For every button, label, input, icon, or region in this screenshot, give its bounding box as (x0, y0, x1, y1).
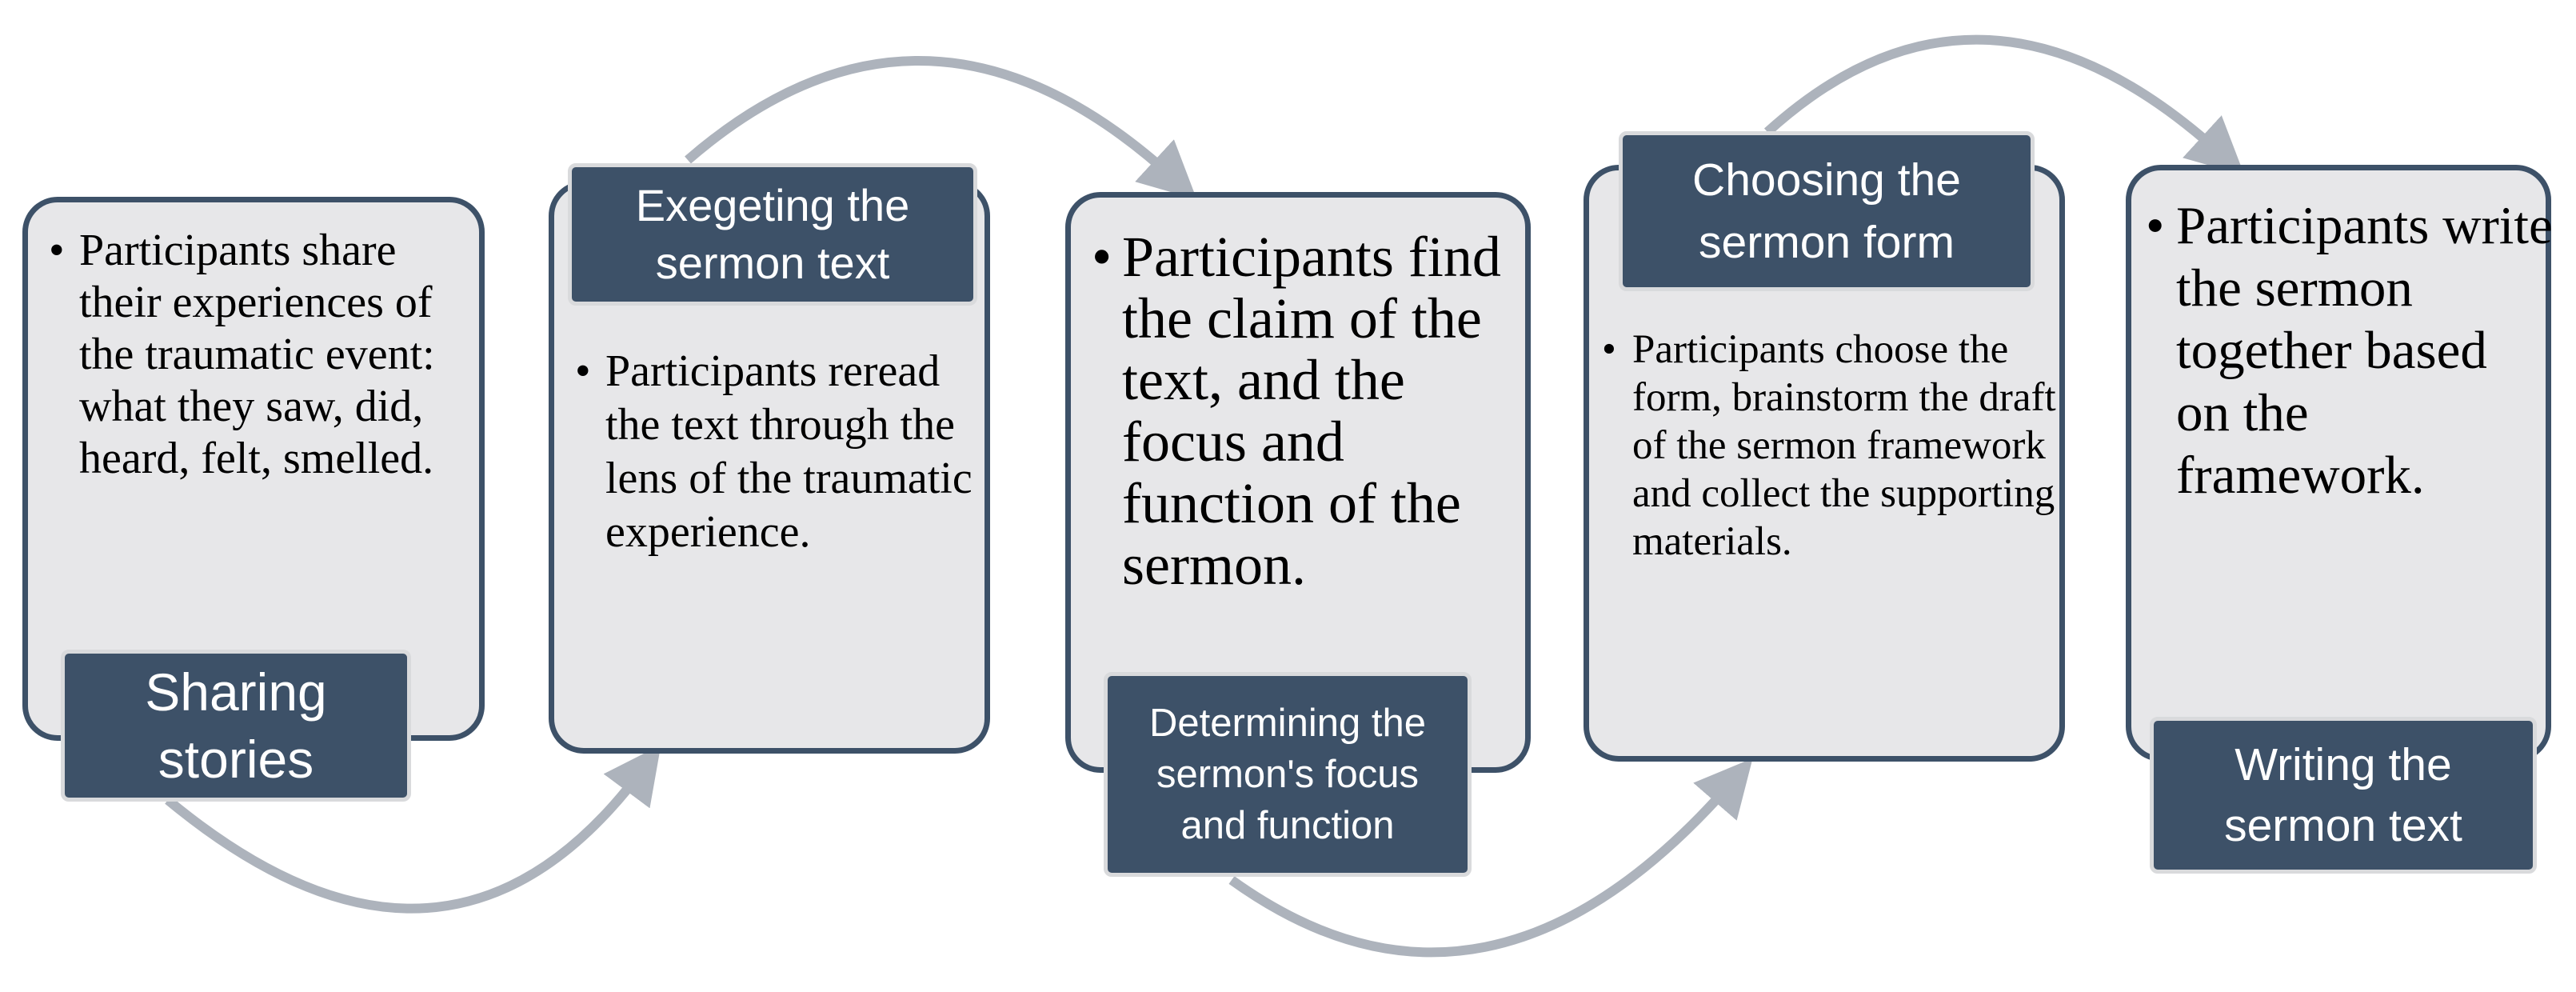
arrow-4-to-5 (1763, 34, 2245, 176)
arrow-3-to-4 (1228, 758, 1753, 958)
step-2-label: Exegeting the sermon text (568, 163, 977, 306)
step-5-card: Participants write the sermon together b… (2126, 165, 2554, 762)
step-4-bullets: Participants choose the form, brainstorm… (1597, 326, 2061, 566)
step-5-bullet: Participants write the sermon together b… (2141, 194, 2554, 506)
step-2-bullets: Participants reread the text through the… (570, 345, 986, 559)
step-3-bullet: Participants find the claim of the text,… (1087, 226, 1525, 596)
step-3-bullets: Participants find the claim of the text,… (1087, 226, 1525, 596)
step-1-bullets: Participants share their experiences of … (44, 225, 476, 485)
step-5-bullets: Participants write the sermon together b… (2141, 194, 2554, 506)
arrow-2-to-3 (685, 56, 1197, 200)
step-1-card: Participants share their experiences of … (22, 197, 485, 741)
step-1-label: Sharing stories (61, 650, 411, 802)
step-2-bullet: Participants reread the text through the… (570, 345, 986, 559)
step-1-bullet: Participants share their experiences of … (44, 225, 476, 485)
step-3-label: Determining the sermon's focus and funct… (1104, 672, 1472, 877)
step-4-bullet: Participants choose the form, brainstorm… (1597, 326, 2061, 566)
arrow-1-to-2 (165, 745, 661, 914)
step-5-label: Writing the sermon text (2150, 717, 2537, 874)
step-4-label: Choosing the sermon form (1619, 131, 2035, 291)
